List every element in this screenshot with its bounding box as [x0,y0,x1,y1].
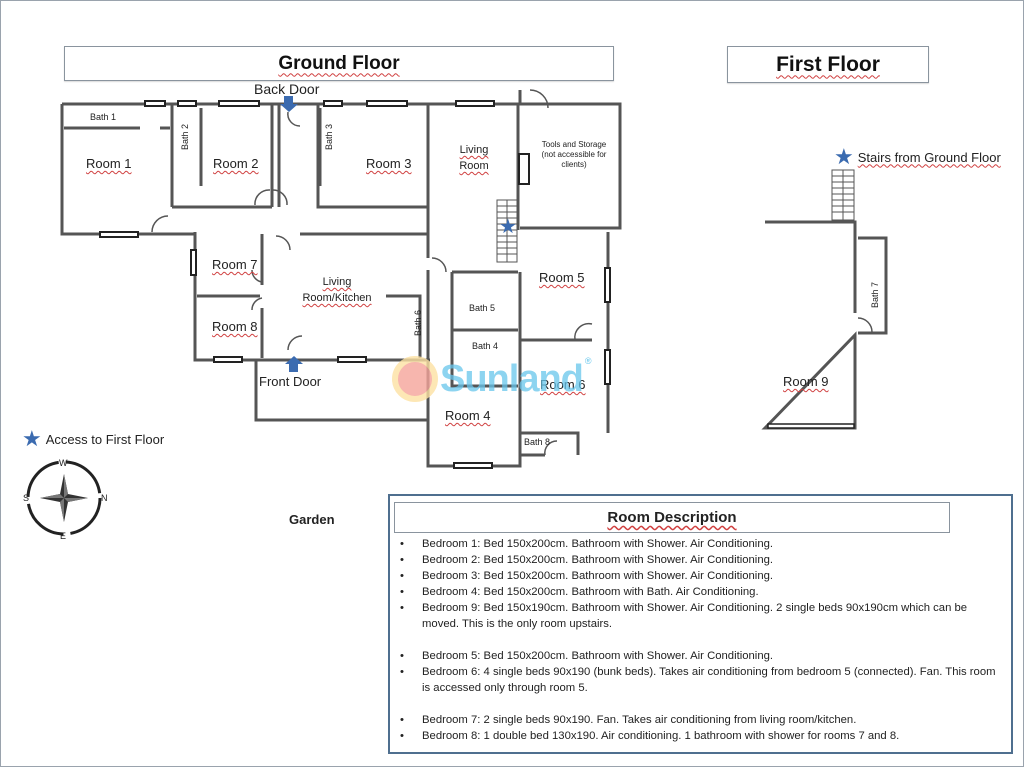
bath-3-label: Bath 3 [324,123,335,151]
living-room-kitchen-label: Living Room/Kitchen [302,276,372,304]
window [218,100,260,107]
compass-top-label: W [59,458,68,468]
door-swing [151,215,169,233]
room-9-label: Room 9 [783,374,829,389]
room-1-label: Room 1 [86,156,132,171]
window [604,349,611,385]
stairs-star-icon: ★ [499,216,517,238]
description-item: Bedroom 1: Bed 150x200cm. Bathroom with … [398,536,1006,552]
description-item: Bedroom 4: Bed 150x200cm. Bathroom with … [398,584,1006,600]
room-2-label: Room 2 [213,156,259,171]
room-4-label: Room 4 [445,408,491,423]
wall-porch [254,360,428,422]
room-3-label: Room 3 [366,156,412,171]
wall-bath8 [520,431,580,457]
first-floor-title-text: First Floor [776,52,880,76]
room-description-list: Bedroom 1: Bed 150x200cm. Bathroom with … [398,536,1006,744]
tools-storage-label: Tools and Storage (not accessible for cl… [541,140,607,169]
window [518,153,530,185]
back-door-label: Back Door [254,81,320,97]
description-item: Bedroom 6: 4 single beds 90x190 (bunk be… [398,664,1006,696]
window [177,100,197,107]
door-swing [251,297,263,311]
window [604,267,611,303]
first-floor-bath7-wall [858,236,888,335]
description-item: Bedroom 2: Bed 150x200cm. Bathroom with … [398,552,1006,568]
first-floor-title: First Floor [727,46,929,83]
living-room-label: Living Room [459,144,489,172]
star-icon: ★ [22,426,42,451]
bath-5-label: Bath 5 [469,303,496,313]
door-swing [574,322,593,341]
description-item: Bedroom 8: 1 double bed 130x190. Air con… [398,728,1006,744]
wall-room3-west [316,104,428,209]
room-7-label: Room 7 [212,257,258,272]
bath-1-label: Bath 1 [90,112,117,122]
stairs-from-ground-label: Stairs from Ground Floor [857,149,1001,165]
description-item: Bedroom 3: Bed 150x200cm. Bathroom with … [398,568,1006,584]
wall-bath6 [386,294,422,358]
door-swing [529,89,549,109]
first-floor-stairs [831,169,855,221]
door-swing [287,111,301,127]
compass-bottom-label: E [60,531,67,541]
door-swing [287,335,303,351]
ground-floor-title-text: Ground Floor [278,52,400,74]
room-8-label: Room 8 [212,319,258,334]
stairs-legend: ★ Stairs from Ground Floor [834,146,1001,168]
window [99,231,139,238]
first-floor-room9-wall [761,220,857,430]
room-description-title-text: Room Description [607,509,737,526]
wall-room4 [426,270,522,468]
front-door-label: Front Door [259,374,322,389]
description-item: Bedroom 9: Bed 150x190cm. Bathroom with … [398,600,1006,632]
window [767,423,855,429]
compass-rose-icon [26,460,102,536]
window [366,100,408,107]
window [213,356,243,363]
star-icon: ★ [834,144,854,169]
garden-label: Garden [289,512,335,527]
back-door-arrow-icon [280,96,298,112]
bath-6-label: Bath 6 [413,309,424,337]
wall-outer-west [60,104,195,236]
access-legend: ★ Access to First Floor [22,428,164,450]
bath-4-label: Bath 4 [472,341,499,351]
description-item: Bedroom 5: Bed 150x200cm. Bathroom with … [398,648,1006,664]
room-5-label: Room 5 [539,270,585,285]
bath-2-label: Bath 2 [180,123,191,151]
door-swing [544,440,558,456]
door-swing [431,257,447,273]
door-swing [857,317,873,333]
window [190,249,197,276]
door-swing [254,189,271,206]
compass-right-label: N [101,493,108,503]
compass-left-label: S [23,493,30,503]
room-description-title: Room Description [394,502,950,533]
room-description-panel: Room Description Bedroom 1: Bed 150x200c… [388,494,1013,754]
bath-7-label: Bath 7 [870,281,881,309]
bath-8-label: Bath 8 [524,437,551,447]
description-item: Bedroom 7: 2 single beds 90x190. Fan. Ta… [398,712,1006,728]
window [323,100,343,107]
window [453,462,493,469]
wall-storage [520,102,622,230]
window [455,100,495,107]
wall-bath5-4 [450,270,518,388]
door-swing [271,189,288,206]
window [337,356,367,363]
access-first-floor-label: Access to First Floor [45,431,165,447]
door-swing [251,269,263,283]
door-swing [275,235,291,251]
ground-stairs [496,199,518,263]
ground-floor-title: Ground Floor [64,46,614,81]
front-door-arrow-icon [285,356,303,372]
room-6-label: Room 6 [540,377,586,392]
window [144,100,166,107]
